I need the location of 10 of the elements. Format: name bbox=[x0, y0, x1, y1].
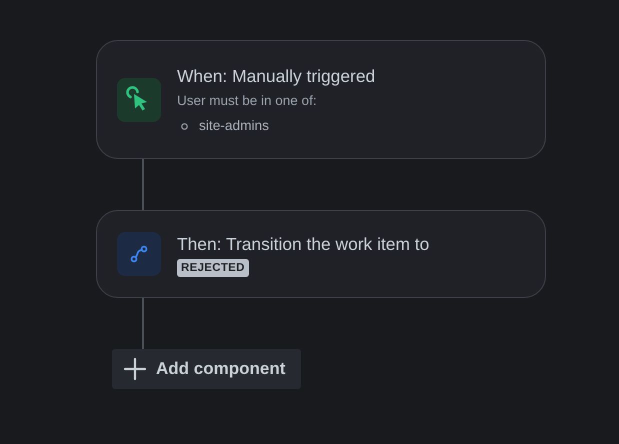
card-title: Then: Transition the work item to bbox=[177, 234, 430, 254]
connector-line bbox=[142, 159, 144, 210]
card-title: When: Manually triggered bbox=[177, 66, 376, 86]
add-component-button: Add component bbox=[112, 349, 301, 389]
status-badge: REJECTED bbox=[177, 259, 249, 277]
action-card bbox=[96, 210, 546, 298]
card-description: User must be in one of: bbox=[177, 93, 317, 109]
trigger-card bbox=[96, 40, 546, 159]
list-item: site-admins bbox=[199, 118, 269, 134]
connector-line bbox=[142, 298, 144, 349]
